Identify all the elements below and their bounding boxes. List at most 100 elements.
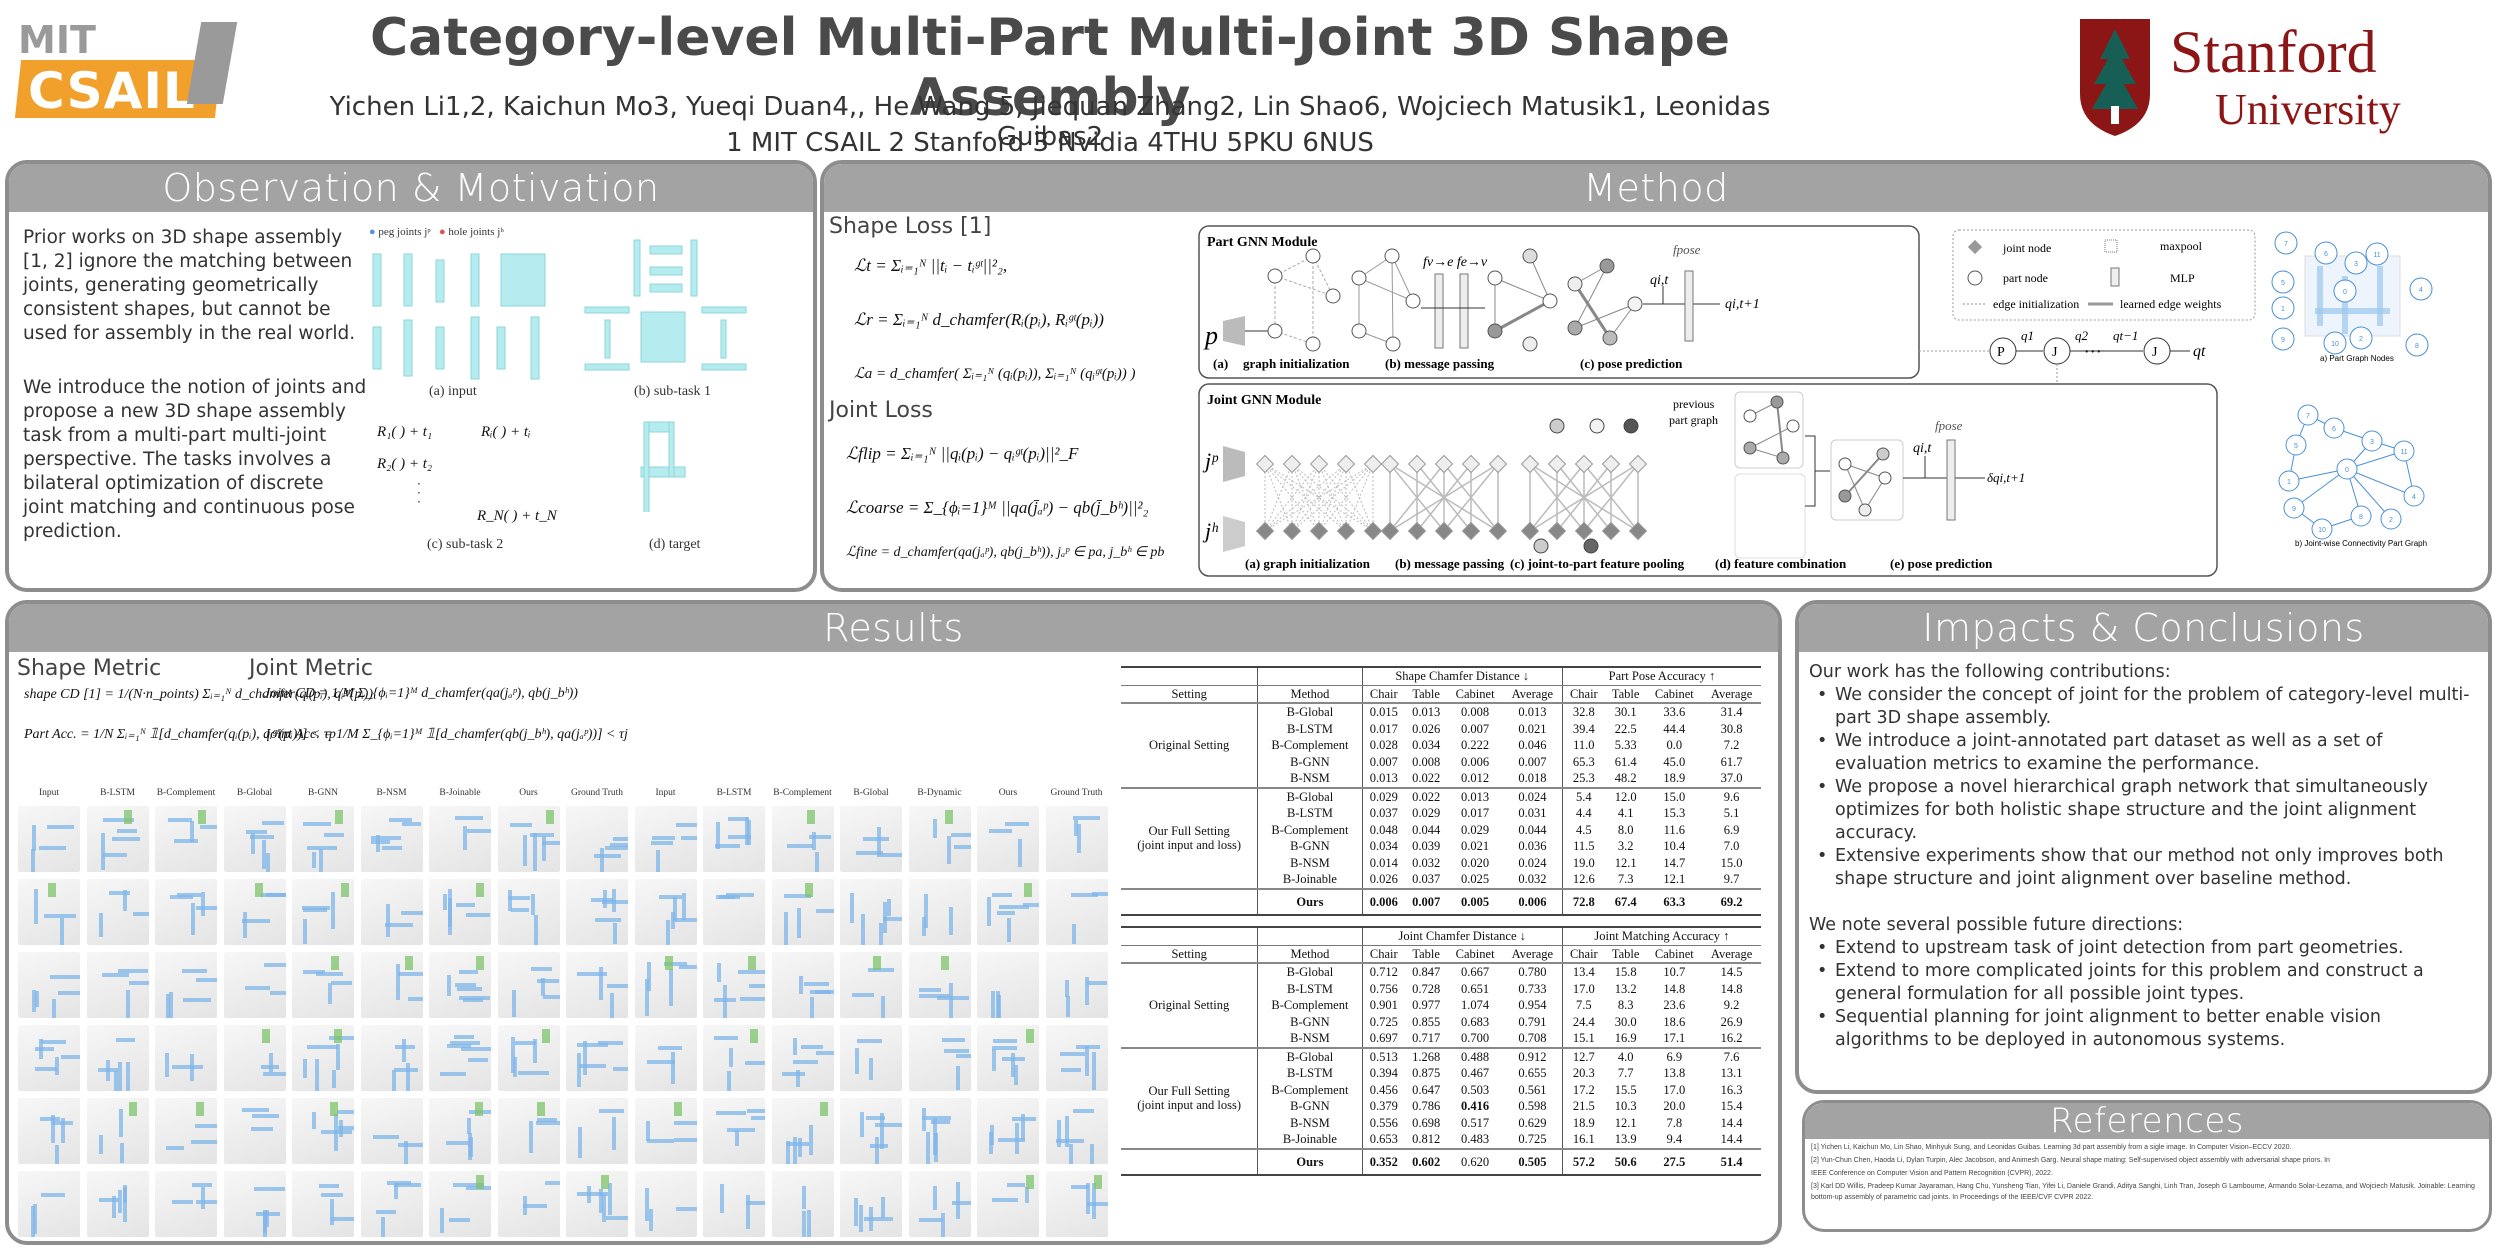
part-graph-label: part graph	[1669, 413, 1718, 427]
graph-node	[2311, 518, 2333, 540]
logo-csail-text: CSAIL	[28, 62, 196, 120]
column-header: Table	[1604, 685, 1647, 704]
result-thumbnail	[703, 1171, 765, 1237]
result-thumbnail	[703, 1025, 765, 1091]
part-b-caption: (b) message passing	[1385, 356, 1495, 371]
result-thumbnail	[977, 879, 1039, 945]
joint-node	[1488, 521, 1508, 541]
method-cell: B-NSM	[1257, 1030, 1363, 1048]
graph-node-label: 4	[2412, 494, 2416, 501]
legend-box	[1952, 229, 2256, 321]
setting-cell: Original Setting	[1121, 702, 1259, 788]
result-thumbnail	[86, 1025, 149, 1091]
value-cell: 61.4	[1614, 754, 1637, 769]
joint-node	[1434, 454, 1454, 474]
value-cell: 0.598	[1502, 1098, 1563, 1115]
part-node	[1623, 418, 1639, 434]
value-cell: 0.394	[1369, 1066, 1398, 1080]
value-cell: 0.017	[1369, 721, 1398, 736]
column-header: Average	[1502, 685, 1563, 704]
legend-hole: hole joints jʰ	[448, 226, 504, 238]
reference-item: [2] Yun-Chun Chen, Haoda Li, Dylan Turpi…	[1811, 1157, 2330, 1164]
setting-label-sub: (joint input and loss)	[1137, 838, 1242, 852]
eq-loss-flip: ℒflip = Σᵢ₌₁ᴺ ||qᵢ(pᵢ) − qᵢᵍᵗ(pᵢ)||²_F	[846, 444, 1079, 463]
legend-learned: learned edge weights	[2120, 297, 2222, 311]
value-cell: 0.725	[1369, 1014, 1398, 1029]
result-thumbnail	[703, 879, 765, 945]
legend-part-node: part node	[2003, 271, 2048, 285]
result-thumbnail	[155, 806, 217, 872]
value-cell: 9.4	[1666, 1132, 1683, 1146]
value-cell: 0.556	[1369, 1115, 1398, 1130]
result-thumbnail	[840, 1098, 902, 1164]
setting-label: Our Full Setting	[1148, 823, 1230, 838]
value-cell: 16.1	[1572, 1132, 1595, 1146]
result-thumbnail	[634, 952, 697, 1018]
value-cell: 14.8	[1663, 981, 1686, 996]
value-cell: 44.4	[1663, 721, 1686, 736]
value-cell: 65.3	[1572, 754, 1595, 769]
graph-node-label: 6	[2324, 251, 2328, 258]
graph-node-label: 5	[2281, 280, 2285, 287]
chain-qt: qt	[2193, 343, 2206, 360]
joint-c-caption: (c) joint-to-part feature pooling	[1510, 556, 1685, 571]
method-cell: B-Complement	[1257, 821, 1363, 838]
result-thumbnail	[566, 879, 628, 945]
result-thumbnail	[908, 1171, 971, 1237]
value-cell: 14.4	[1720, 1132, 1743, 1146]
result-thumbnail	[292, 879, 354, 945]
value-cell: 0.875	[1412, 1066, 1441, 1080]
result-thumbnail	[429, 1025, 491, 1091]
value-cell: 12.0	[1604, 786, 1647, 805]
result-thumbnail	[566, 1171, 628, 1237]
graph-node	[2405, 333, 2429, 357]
q-it-label: qi,t	[1650, 273, 1669, 288]
joint-results-table: Joint Chamfer Distance ↓Joint Matching A…	[1121, 926, 1761, 1176]
value-cell: 0.008	[1447, 702, 1503, 721]
value-cell: 0.022	[1412, 771, 1441, 785]
mit-csail-logo: MIT CSAIL	[14, 18, 238, 128]
graph-node	[2350, 505, 2372, 527]
result-thumbnail	[703, 806, 765, 872]
graph-edge	[2293, 468, 2348, 509]
task-figure: ● peg joints jᵖ ● hole joints jʰ (a) inp…	[369, 212, 813, 588]
reference-item: [3] Karl DD Willis, Pradeep Kumar Jayara…	[1811, 1183, 2475, 1201]
result-thumbnail	[771, 806, 834, 872]
result-thumbnail	[566, 952, 628, 1018]
column-header: Chair	[1362, 945, 1405, 964]
grid-column-label: Ours	[519, 788, 538, 798]
value-cell: 0.733	[1502, 980, 1563, 997]
value-cell: 5.4	[1562, 786, 1605, 805]
references-list: [1] Yichen Li, Kaichun Mo, Lin Shao, Min…	[1805, 1139, 2489, 1208]
graph-node-label: 3	[2354, 261, 2358, 268]
value-cell: 7.2	[1723, 738, 1740, 752]
joint-node	[1601, 521, 1621, 541]
column-header: Average	[1502, 945, 1563, 964]
joint-gnn-box	[1198, 383, 2218, 577]
result-thumbnail	[840, 806, 902, 872]
grid-column-label: Ours	[998, 788, 1018, 798]
value-cell: 26.9	[1720, 1014, 1743, 1029]
previous-label: previous	[1673, 397, 1715, 411]
value-cell: 0.007	[1369, 754, 1398, 769]
value-cell: 17.2	[1572, 1082, 1595, 1097]
method-cell: B-NSM	[1257, 1114, 1363, 1131]
table-row: Our Full Setting(joint input and loss) B-…	[1121, 786, 1761, 889]
graph-node	[2333, 279, 2357, 303]
column-header: Cabinet	[1646, 685, 1703, 704]
result-thumbnail	[634, 1025, 697, 1091]
value-cell: 0.467	[1461, 1066, 1490, 1080]
value-cell: 0.712	[1362, 962, 1405, 981]
value-cell: 3.2	[1617, 839, 1634, 853]
result-thumbnail	[977, 1025, 1039, 1091]
logo-stanford-text: Stanford	[2170, 19, 2377, 85]
joint-node	[1407, 454, 1427, 474]
result-thumbnail	[771, 879, 834, 945]
impacts-panel: Impacts & Conclusions Our work has the f…	[1795, 600, 2492, 1094]
value-cell: 0.483	[1461, 1132, 1490, 1146]
